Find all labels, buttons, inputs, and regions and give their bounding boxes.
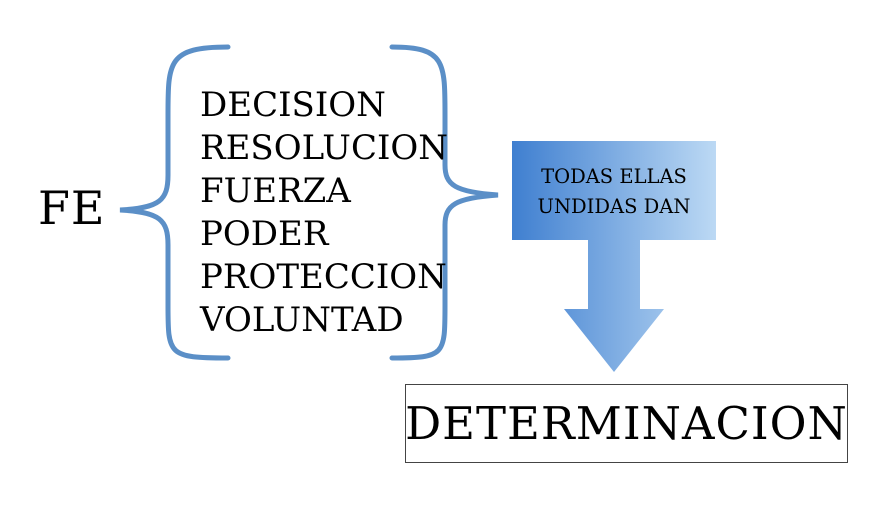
arrow-caption-line-1: TODAS ELLAS <box>541 165 687 188</box>
brace-right <box>389 44 499 361</box>
list-item: RESOLUCION <box>200 128 449 168</box>
source-label: FE <box>38 181 106 235</box>
qualities-list: DECISION RESOLUCION FUERZA PODER PROTECC… <box>200 84 448 342</box>
result-box: DETERMINACION <box>405 384 848 463</box>
list-item: PROTECCION <box>200 257 447 297</box>
arrow-caption: TODAS ELLAS UNDIDAS DAN <box>516 162 712 222</box>
list-item: DECISION <box>200 85 386 125</box>
result-label: DETERMINACION <box>405 397 848 450</box>
list-item: FUERZA <box>200 171 351 211</box>
arrow-caption-line-2: UNDIDAS DAN <box>537 195 691 218</box>
arrow-callout-shape <box>512 141 716 372</box>
brace-left <box>119 44 231 361</box>
list-item: PODER <box>200 214 329 254</box>
list-item: VOLUNTAD <box>200 300 404 340</box>
